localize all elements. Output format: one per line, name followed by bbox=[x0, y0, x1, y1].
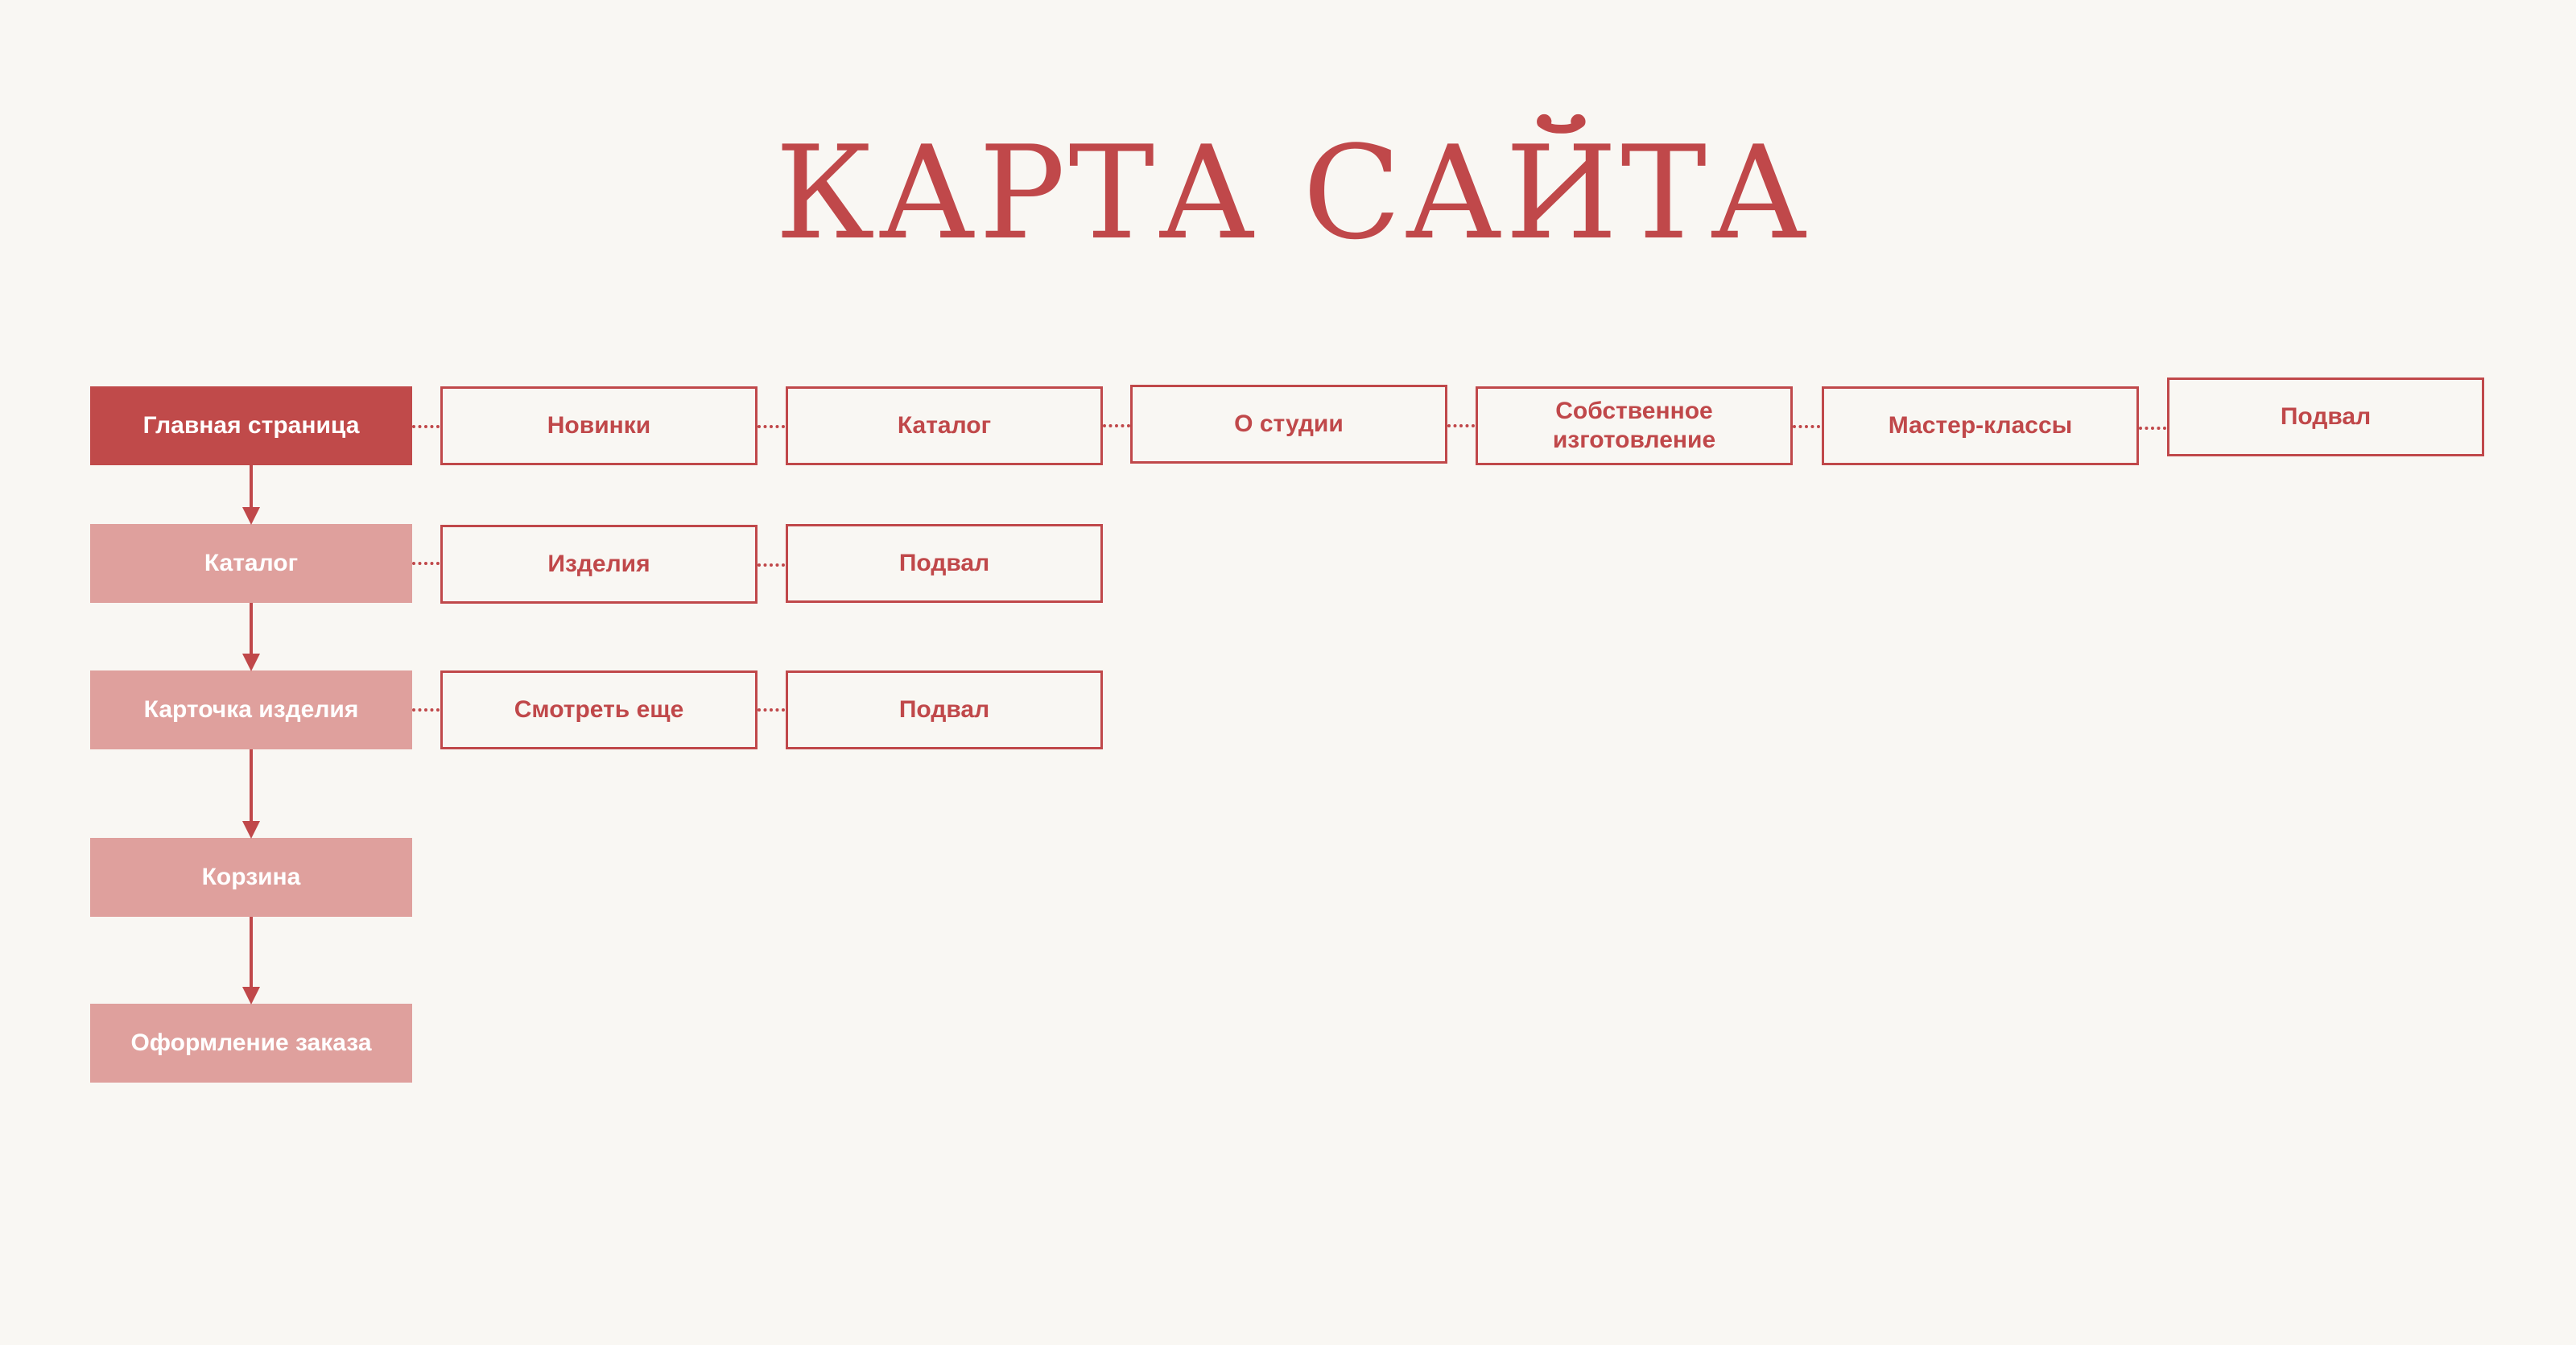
arrow-line bbox=[250, 465, 253, 509]
node-about[interactable]: О студии bbox=[1130, 385, 1447, 464]
node-own-production[interactable]: Собственное изготовление bbox=[1476, 386, 1793, 465]
node-footer[interactable]: Подвал bbox=[786, 670, 1103, 749]
node-new[interactable]: Новинки bbox=[440, 386, 758, 465]
node-workshops[interactable]: Мастер-классы bbox=[1822, 386, 2139, 465]
connector bbox=[1447, 424, 1475, 427]
arrow-down-icon bbox=[242, 821, 260, 839]
connector bbox=[412, 708, 440, 712]
node-cart[interactable]: Корзина bbox=[90, 838, 412, 917]
arrow-line bbox=[250, 603, 253, 656]
node-footer[interactable]: Подвал bbox=[786, 524, 1103, 603]
arrow-down-icon bbox=[242, 987, 260, 1005]
arrow-line bbox=[250, 917, 253, 988]
arrow-down-icon bbox=[242, 507, 260, 525]
connector bbox=[758, 708, 785, 712]
arrow-line bbox=[250, 749, 253, 822]
node-catalog-link[interactable]: Каталог bbox=[786, 386, 1103, 465]
node-product-card[interactable]: Карточка изделия bbox=[90, 670, 412, 749]
connector bbox=[2139, 427, 2166, 430]
node-footer[interactable]: Подвал bbox=[2167, 378, 2484, 456]
node-catalog[interactable]: Каталог bbox=[90, 524, 412, 603]
connector bbox=[412, 562, 440, 565]
page-title: КАРТА САЙТА bbox=[774, 118, 1811, 268]
arrow-down-icon bbox=[242, 654, 260, 671]
node-products[interactable]: Изделия bbox=[440, 525, 758, 604]
node-home[interactable]: Главная страница bbox=[90, 386, 412, 465]
node-checkout[interactable]: Оформление заказа bbox=[90, 1004, 412, 1083]
connector bbox=[758, 425, 785, 428]
connector bbox=[412, 425, 440, 428]
connector bbox=[1103, 424, 1130, 427]
connector bbox=[1793, 425, 1820, 428]
connector bbox=[758, 563, 785, 567]
node-see-more[interactable]: Смотреть еще bbox=[440, 670, 758, 749]
